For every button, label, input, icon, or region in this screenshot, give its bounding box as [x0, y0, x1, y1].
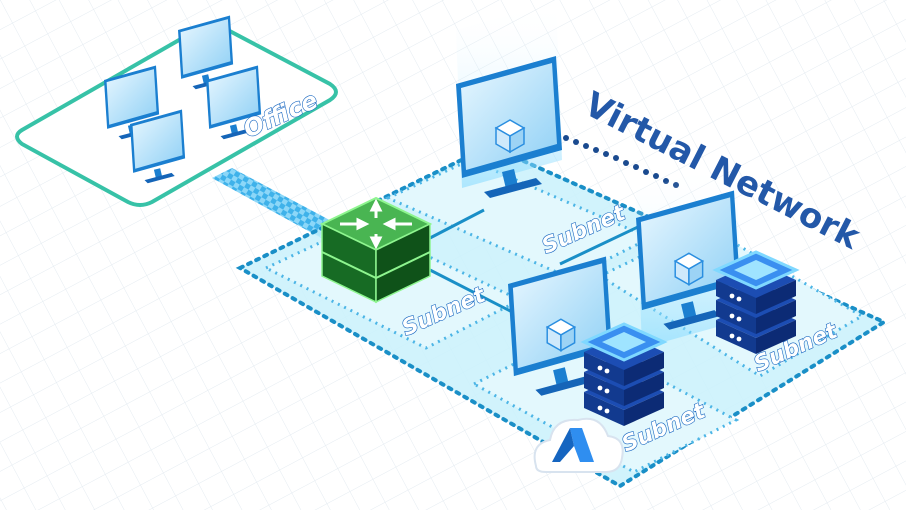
virtual-machine-cube-icon	[674, 252, 704, 286]
virtual-machine-cube-icon	[546, 318, 576, 352]
azure-cloud-icon	[533, 417, 624, 473]
virtual-machine-cube-icon	[495, 119, 525, 153]
subnet-top-panel	[384, 158, 654, 280]
database-stack-icon	[580, 322, 668, 426]
router-arrows-icon	[319, 196, 433, 304]
office-connection-link	[212, 168, 352, 244]
database-stack-icon	[712, 250, 800, 354]
